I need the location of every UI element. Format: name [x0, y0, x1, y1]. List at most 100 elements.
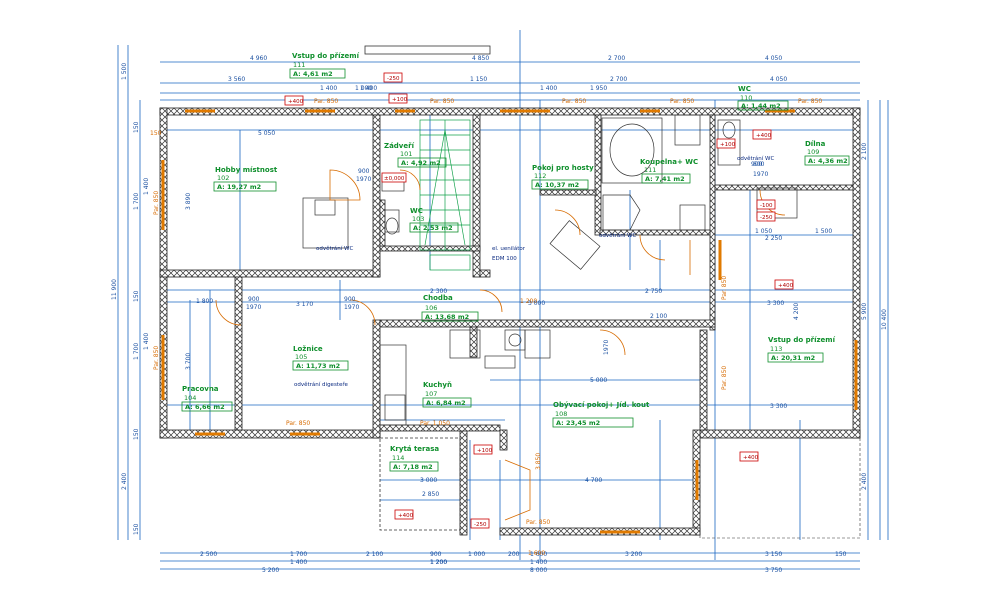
svg-text:Chodba: Chodba [423, 294, 453, 302]
terrace-outline [364, 45, 861, 539]
svg-text:3 300: 3 300 [767, 300, 784, 307]
svg-text:3 000: 3 000 [420, 477, 437, 484]
svg-text:WC: WC [410, 207, 423, 215]
svg-text:1970: 1970 [246, 304, 261, 311]
svg-text:A: 4,61 m2: A: 4,61 m2 [293, 70, 333, 78]
svg-text:900: 900 [358, 168, 370, 175]
svg-text:+100: +100 [392, 97, 408, 103]
room-label-103: WC 103 A: 2,53 m2 [409, 207, 459, 233]
room-label-102: Hobby místnost 102 A: 19,27 m2 [213, 166, 278, 192]
svg-text:Par. 1 050: Par. 1 050 [420, 420, 450, 427]
svg-text:2 400: 2 400 [121, 473, 128, 490]
svg-text:Vstup do přízemí: Vstup do přízemí [292, 52, 360, 60]
svg-text:105: 105 [295, 353, 307, 361]
svg-text:el. uenilátor: el. uenilátor [492, 245, 526, 252]
room-label-108: Obývací pokoj+ Jíd. kout 108 A: 23,45 m2 [552, 400, 650, 428]
svg-text:Ložnice: Ložnice [293, 345, 323, 353]
svg-text:A: 6,84 m2: A: 6,84 m2 [426, 399, 466, 407]
svg-text:2 700: 2 700 [608, 55, 625, 62]
svg-text:114: 114 [392, 454, 404, 462]
room-label-111: Vstup do přízemí 111 A: 4,61 m2 [289, 52, 360, 79]
svg-text:900: 900 [430, 551, 442, 558]
svg-text:1 950: 1 950 [590, 85, 607, 92]
svg-text:odvětrání WC: odvětrání WC [737, 155, 774, 162]
svg-text:Obývací pokoj+ Jíd. kout: Obývací pokoj+ Jíd. kout [553, 400, 650, 409]
svg-text:Dílna: Dílna [805, 140, 826, 148]
right-dimensions: 2 100 10 400 5 900 2 400 4 200 [793, 143, 888, 490]
svg-text:Par. 850: Par. 850 [721, 366, 728, 390]
svg-text:8 000: 8 000 [530, 567, 547, 574]
svg-text:EDM 100: EDM 100 [492, 256, 517, 262]
svg-text:4 200: 4 200 [793, 303, 800, 320]
room-label-112: Pokoj pro hosty 112 A: 10,37 m2 [531, 164, 594, 190]
svg-text:Par. 850: Par. 850 [430, 98, 454, 105]
svg-text:1 400: 1 400 [290, 559, 307, 566]
svg-text:A: 4,36 m2: A: 4,36 m2 [808, 157, 848, 165]
svg-text:3 560: 3 560 [228, 76, 245, 83]
svg-text:101: 101 [400, 150, 412, 158]
svg-text:107: 107 [425, 390, 437, 398]
svg-text:Hobby místnost: Hobby místnost [215, 166, 278, 174]
svg-text:10 400: 10 400 [881, 309, 888, 330]
level-markers: +400 -250 +100 ±0,000 +400 +100 -100 -25… [284, 72, 794, 529]
svg-text:1 700: 1 700 [290, 551, 307, 558]
svg-text:102: 102 [217, 174, 229, 182]
svg-text:+400: +400 [398, 513, 414, 519]
svg-text:3 000: 3 000 [528, 300, 545, 307]
svg-text:111: 111 [644, 166, 656, 174]
svg-text:1 400: 1 400 [540, 85, 557, 92]
svg-text:113: 113 [770, 345, 782, 353]
svg-text:112: 112 [534, 172, 546, 180]
svg-text:WC: WC [738, 85, 751, 93]
svg-text:Par. 850: Par. 850 [526, 519, 550, 526]
svg-text:Pokoj pro hosty: Pokoj pro hosty [532, 164, 594, 172]
dimension-lines [117, 30, 889, 570]
svg-text:+400: +400 [778, 283, 794, 289]
svg-text:1 400: 1 400 [360, 85, 377, 92]
svg-text:1 500: 1 500 [815, 228, 832, 235]
top-dimensions: 4 960 2 700 4 050 3 560 1 000 1 150 4 85… [228, 55, 787, 92]
svg-text:3 300: 3 300 [770, 403, 787, 410]
svg-text:Par. 850: Par. 850 [286, 420, 310, 427]
room-labels: Vstup do přízemí 111 A: 4,61 m2 WC 110 A… [181, 52, 850, 472]
svg-text:1970: 1970 [603, 340, 610, 355]
svg-text:1 150: 1 150 [470, 76, 487, 83]
room-label-109: Dílna 109 A: 4,36 m2 [804, 140, 850, 166]
svg-text:-250: -250 [387, 76, 400, 82]
svg-text:2 700: 2 700 [610, 76, 627, 83]
svg-text:1 700: 1 700 [133, 343, 140, 360]
svg-text:4 050: 4 050 [770, 76, 787, 83]
svg-text:Par. 850: Par. 850 [562, 98, 586, 105]
svg-text:Par. 850: Par. 850 [721, 276, 728, 300]
svg-text:11 900: 11 900 [111, 279, 118, 300]
svg-text:1 200: 1 200 [430, 559, 447, 566]
svg-text:+100: +100 [720, 142, 736, 148]
svg-text:150: 150 [133, 428, 140, 440]
svg-text:5 900: 5 900 [861, 303, 868, 320]
svg-text:4 960: 4 960 [250, 55, 267, 62]
svg-text:+400: +400 [756, 133, 772, 139]
fixtures [302, 114, 798, 426]
svg-text:1 800: 1 800 [196, 298, 213, 305]
svg-text:A: 20,31 m2: A: 20,31 m2 [771, 354, 815, 362]
svg-text:110: 110 [740, 94, 752, 102]
svg-text:4 850: 4 850 [472, 55, 489, 62]
svg-text:150: 150 [133, 290, 140, 302]
svg-text:1 700: 1 700 [133, 193, 140, 210]
svg-text:3 750: 3 750 [765, 567, 782, 574]
svg-text:-250: -250 [474, 522, 487, 528]
svg-text:+400: +400 [288, 99, 304, 105]
svg-text:2 250: 2 250 [765, 235, 782, 242]
svg-text:1 200: 1 200 [520, 298, 537, 305]
room-label-105: Ložnice 105 A: 11,73 m2 [292, 345, 349, 371]
svg-text:1 200: 1 200 [430, 559, 447, 566]
svg-text:±0,000: ±0,000 [384, 176, 405, 182]
svg-text:+400: +400 [743, 455, 759, 461]
svg-text:3 700: 3 700 [185, 353, 192, 370]
svg-text:3 170: 3 170 [296, 301, 313, 308]
svg-text:2 750: 2 750 [645, 288, 662, 295]
svg-text:111: 111 [293, 61, 305, 69]
svg-text:Zádveří: Zádveří [384, 142, 415, 150]
windows [161, 109, 858, 534]
svg-text:3 200: 3 200 [625, 551, 642, 558]
